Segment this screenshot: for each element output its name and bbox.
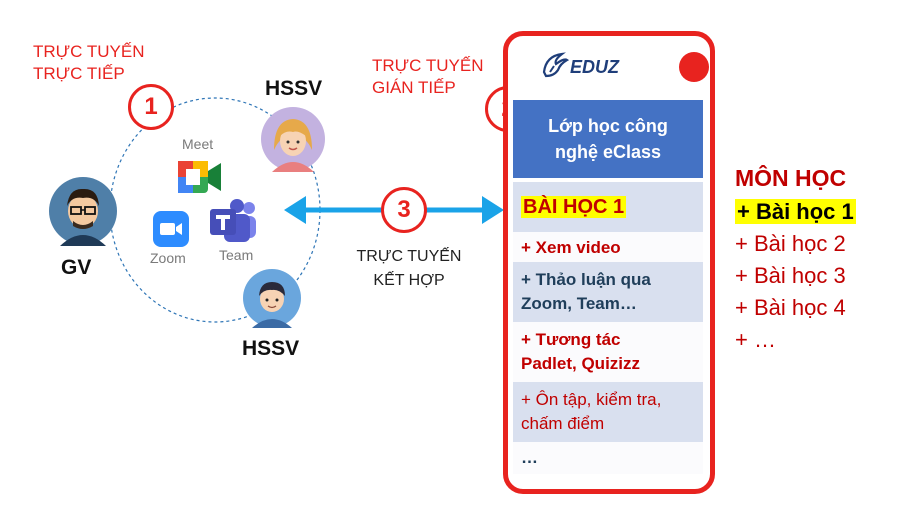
mode-direct-line1: TRỰC TUYẾN xyxy=(33,42,145,61)
blended-line1: TRỰC TUYẾN xyxy=(356,248,462,265)
lesson-item-review-line1: + Ôn tập, kiểm tra, xyxy=(521,390,662,409)
mode-indirect-line2: GIÁN TIẾP xyxy=(372,78,456,97)
eclass-header-line2: nghệ eClass xyxy=(554,142,662,162)
number-1-badge: 1 xyxy=(128,84,174,130)
mode-direct-label: TRỰC TUYẾN TRỰC TIẾP xyxy=(33,41,145,85)
student-top-avatar-icon xyxy=(261,107,325,172)
subjects-title: MÔN HỌC xyxy=(735,165,847,191)
eclass-header-line1: Lớp học công xyxy=(548,116,668,136)
lesson-item-review[interactable]: + Ôn tập, kiểm tra, chấm điểm xyxy=(513,382,703,442)
lesson-item-discussion-line1: + Thảo luận qua xyxy=(521,270,651,289)
lesson-item-more[interactable]: … xyxy=(513,442,703,474)
record-dot-icon xyxy=(679,52,709,82)
teacher-label: GV xyxy=(61,256,92,279)
google-meet-icon xyxy=(178,161,221,193)
mode-indirect-line1: TRỰC TUYẾN xyxy=(372,56,484,75)
eduz-logo-icon xyxy=(542,52,570,78)
eclass-header: Lớp học công nghệ eClass xyxy=(513,100,703,178)
subject-more[interactable]: + … xyxy=(735,327,776,352)
team-label: Team xyxy=(219,247,254,263)
subject-lesson-2[interactable]: + Bài học 2 xyxy=(735,231,846,256)
blended-label: TRỰC TUYẾN KẾT HỢP xyxy=(350,245,468,293)
subject-lesson-1-label: + Bài học 1 xyxy=(735,199,856,224)
lesson-title-row[interactable]: BÀI HỌC 1 xyxy=(513,182,703,232)
lesson-item-interaction[interactable]: + Tương tác Padlet, Quizizz xyxy=(513,322,703,382)
meet-label: Meet xyxy=(182,136,214,152)
subject-lesson-4[interactable]: + Bài học 4 xyxy=(735,295,846,320)
number-3-badge: 3 xyxy=(381,187,427,233)
lesson-item-interaction-line2: Padlet, Quizizz xyxy=(521,354,641,373)
eduz-logo-text: EDUZ xyxy=(570,57,619,77)
lesson-item-discussion-line2: Zoom, Team… xyxy=(521,294,637,313)
mode-indirect-label: TRỰC TUYẾN GIÁN TIẾP xyxy=(372,55,484,99)
student-bottom-avatar-icon xyxy=(243,269,301,328)
subject-lesson-1[interactable]: + Bài học 1 xyxy=(735,196,856,228)
lesson-title: BÀI HỌC 1 xyxy=(521,196,627,218)
subjects-list: + Bài học 1 + Bài học 2 + Bài học 3 + Bà… xyxy=(735,196,856,356)
lesson-item-video[interactable]: + Xem video xyxy=(513,232,703,262)
lesson-item-interaction-line1: + Tương tác xyxy=(521,330,621,349)
zoom-icon xyxy=(153,211,189,247)
lesson-item-review-line2: chấm điểm xyxy=(521,414,605,433)
lesson-item-discussion[interactable]: + Thảo luận qua Zoom, Team… xyxy=(513,262,703,322)
student-bottom-label: HSSV xyxy=(242,337,300,360)
blended-line2: KẾT HỢP xyxy=(373,272,445,289)
teacher-avatar-icon xyxy=(49,177,117,246)
mode-direct-line2: TRỰC TIẾP xyxy=(33,64,125,83)
subject-lesson-3[interactable]: + Bài học 3 xyxy=(735,263,846,288)
student-top-label: HSSV xyxy=(265,77,323,100)
microsoft-teams-icon xyxy=(210,199,256,242)
zoom-label: Zoom xyxy=(150,250,186,266)
